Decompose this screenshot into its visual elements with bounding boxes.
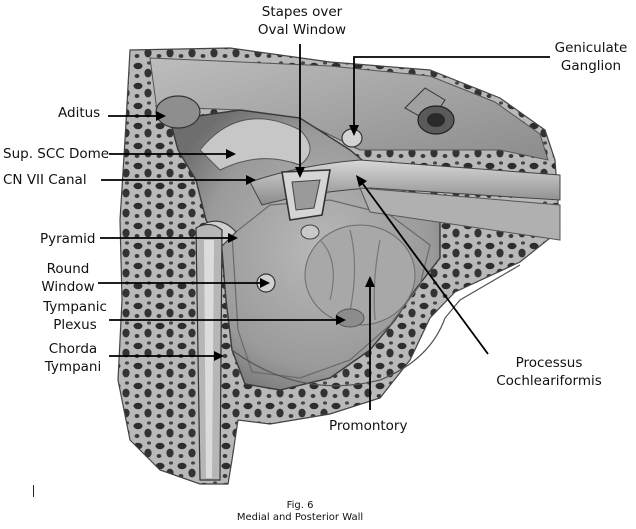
label-processus: Processus Cochleariformis	[488, 354, 610, 390]
label-cn7: CN VII Canal	[3, 172, 87, 188]
label-processus-line1: Processus	[515, 355, 583, 371]
label-processus-line2: Cochleariformis	[496, 373, 602, 389]
geniculate-structure	[341, 87, 455, 148]
label-stapes-line2: Oval Window	[257, 22, 347, 38]
label-pyramid: Pyramid	[40, 231, 96, 247]
label-aditus: Aditus	[58, 105, 101, 121]
text-cursor	[33, 485, 34, 497]
label-chorda-line1: Chorda	[48, 341, 98, 357]
label-promontory: Promontory	[329, 418, 408, 434]
label-tympanic-line2: Plexus	[53, 317, 97, 333]
label-round-line1: Round	[46, 261, 90, 277]
promontory-bulge	[304, 224, 416, 326]
label-stapes-line1: Stapes over	[261, 4, 343, 20]
label-geniculate-line2: Ganglion	[560, 58, 622, 74]
label-tympanic-line1: Tympanic	[43, 299, 107, 315]
figure-caption: Fig. 6 Medial and Posterior Wall	[200, 500, 400, 524]
label-geniculate-line1: Geniculate	[554, 40, 628, 56]
label-chorda-line2: Tympani	[44, 359, 102, 375]
label-chorda: Chorda Tympani	[38, 340, 108, 376]
label-round-window: Round Window	[38, 260, 98, 296]
aditus-opening	[155, 95, 201, 129]
figure-number: Fig. 6	[286, 500, 314, 511]
stapes	[281, 169, 331, 240]
label-tympanic: Tympanic Plexus	[38, 298, 112, 334]
label-sup-scc: Sup. SCC Dome	[3, 146, 110, 162]
label-geniculate: Geniculate Ganglion	[546, 39, 636, 75]
pointer-lines	[98, 44, 550, 410]
label-round-line2: Window	[41, 279, 95, 295]
figure-title: Medial and Posterior Wall	[236, 512, 364, 523]
chorda-tube	[195, 223, 223, 481]
cavity-floor	[231, 264, 521, 387]
label-stapes: Stapes over Oval Window	[250, 3, 354, 39]
pointer-arrowheads	[156, 111, 375, 361]
